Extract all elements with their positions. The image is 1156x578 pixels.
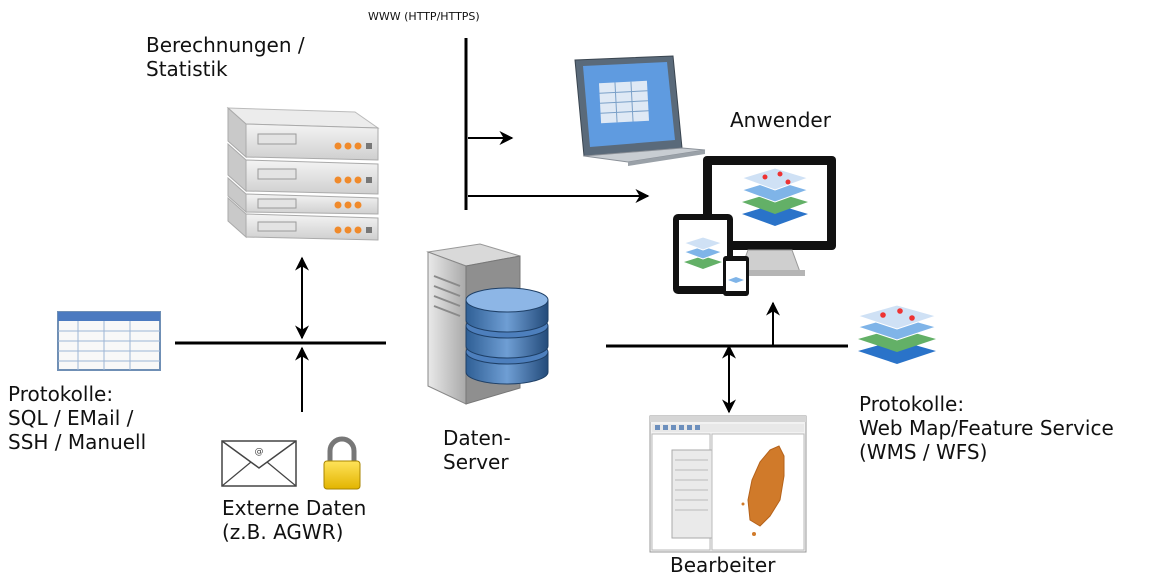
envelope-icon: @ [221, 440, 297, 487]
calculations-label: Berechnungen / Statistik [146, 33, 305, 81]
protocols-right-label: Protokolle: Web Map/Feature Service (WMS… [859, 392, 1114, 464]
spreadsheet-icon [57, 311, 161, 371]
protocols-left-label: Protokolle: SQL / EMail / SSH / Manuell [8, 382, 147, 454]
external-data-label: Externe Daten (z.B. AGWR) [222, 496, 367, 544]
data-server-icon [426, 243, 549, 405]
laptop-icon [574, 55, 706, 166]
map-layers-icon [740, 167, 810, 226]
database-icon [465, 287, 549, 385]
lock-icon [323, 436, 361, 490]
map-service-icon [856, 304, 938, 364]
gis-desktop-icon [649, 415, 807, 553]
user-label: Anwender [730, 108, 831, 132]
svg-text:@: @ [255, 447, 264, 457]
data-server-label: Daten- Server [443, 426, 511, 474]
arrows [295, 131, 780, 414]
rack-server-icon [226, 106, 380, 241]
devices-icon [673, 156, 836, 296]
editor-label: Bearbeiter [670, 553, 776, 577]
www-label: WWW (HTTP/HTTPS) [368, 10, 480, 23]
